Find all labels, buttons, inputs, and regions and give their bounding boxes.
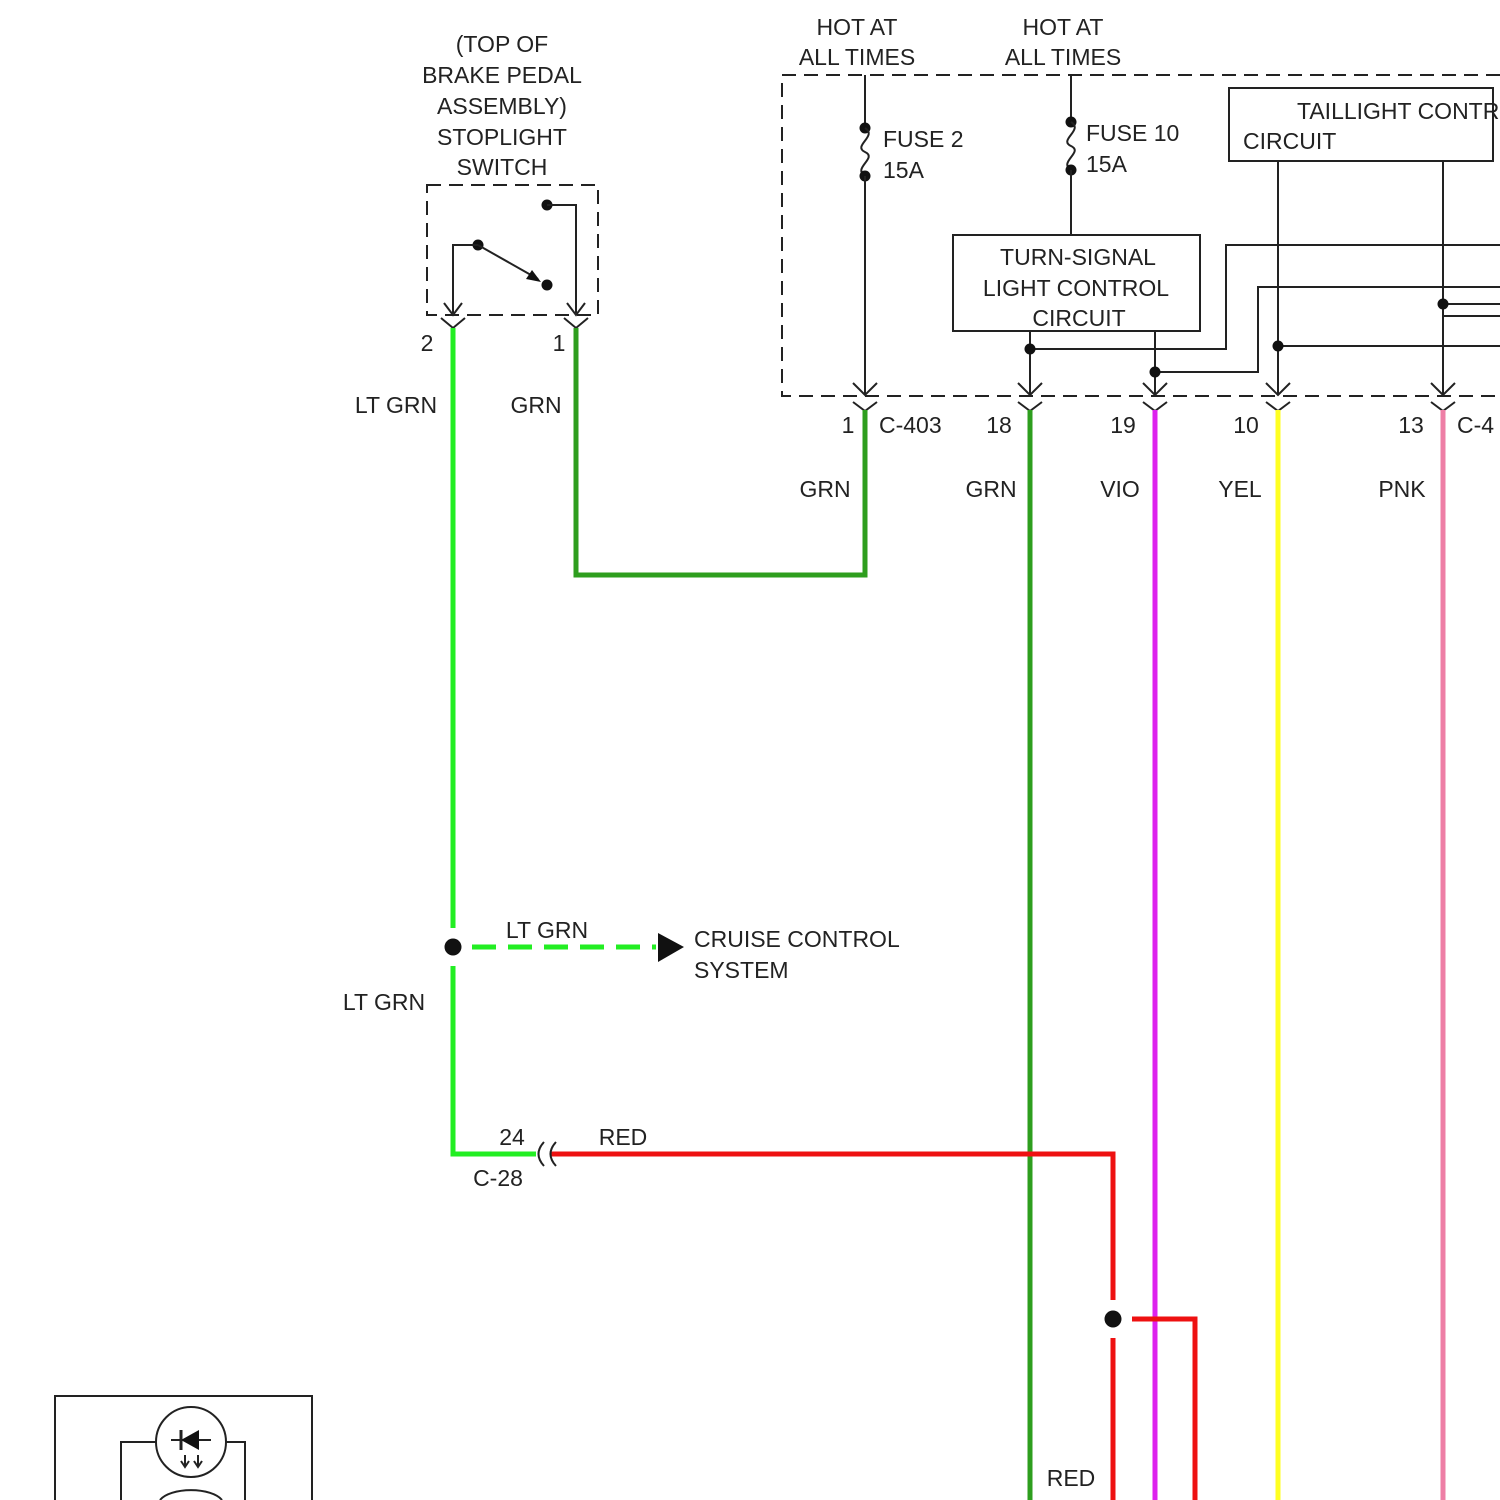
wire-label-cruise-branch: LT GRN [506,917,588,943]
cruise-control-label-line-1: CRUISE CONTROL [694,926,900,952]
wire-label-pin10: YEL [1218,476,1262,502]
turn-signal-label-line-2: LIGHT CONTROL [983,275,1169,301]
wire-label-c403-pin1: GRN [799,476,850,502]
wire-label-lower-ltgrn: LT GRN [343,989,425,1015]
taillight-label-line-1: TAILLIGHT CONTR [1297,98,1499,124]
wire-label-c28-red: RED [599,1124,648,1150]
stoplight-label-line-3: ASSEMBLY) [437,93,567,119]
hot-at-all-times-2-line-1: HOT AT [1023,14,1104,40]
connector-c403-label: C-403 [879,412,942,438]
hot-at-all-times-1-line-2: ALL TIMES [799,44,915,70]
splice-ltgrn [445,939,462,956]
fuse-10-rating: 15A [1086,151,1128,177]
wire-label-pin19: VIO [1100,476,1140,502]
c403-pin-1: 1 [842,412,855,438]
connector-c28-label: C-28 [473,1165,523,1191]
switch-pin-1-label: 1 [553,330,566,356]
c28-pin-24-label: 24 [499,1124,525,1150]
fuse-10-label: FUSE 10 [1086,120,1179,146]
cruise-control-label-line-2: SYSTEM [694,957,789,983]
stoplight-label-line-1: (TOP OF [456,31,548,57]
pin-19-label: 19 [1110,412,1136,438]
arrow-right-icon [658,933,684,962]
pin-13-label: 13 [1398,412,1424,438]
wire-label-lower-red: RED [1047,1465,1096,1491]
wire-grn-switch-to-fuse2 [576,328,865,575]
fuse-2-icon [860,123,871,182]
wire-label-switch-pin2: LT GRN [355,392,437,418]
fuse-2-label: FUSE 2 [883,126,964,152]
switch-pin-2-label: 2 [421,330,434,356]
fuse-10-icon [1066,117,1077,176]
led-lamp-icon [156,1407,226,1500]
fuse-2-rating: 15A [883,157,925,183]
switch-contact-icon [441,200,588,329]
turn-signal-label-line-1: TURN-SIGNAL [1000,244,1156,270]
taillight-label-line-2: CIRCUIT [1243,128,1336,154]
hot-at-all-times-1-line-1: HOT AT [817,14,898,40]
stoplight-label-line-2: BRAKE PEDAL [422,62,582,88]
wire-label-pin18: GRN [965,476,1016,502]
pin-18-label: 18 [986,412,1012,438]
wire-label-switch-pin1: GRN [510,392,561,418]
splice-red [1105,1311,1122,1328]
turn-signal-label-line-3: CIRCUIT [1032,305,1125,331]
stoplight-label-line-4: STOPLIGHT [437,124,567,150]
stoplight-label-line-5: SWITCH [457,154,548,180]
wire-red-branch [1132,1319,1195,1500]
connector-c4-label: C-4 [1457,412,1494,438]
wire-label-pin13: PNK [1378,476,1426,502]
pin-10-label: 10 [1233,412,1259,438]
hot-at-all-times-2-line-2: ALL TIMES [1005,44,1121,70]
stoplight-switch-label: (TOP OF BRAKE PEDAL ASSEMBLY) STOPLIGHT … [422,31,582,180]
